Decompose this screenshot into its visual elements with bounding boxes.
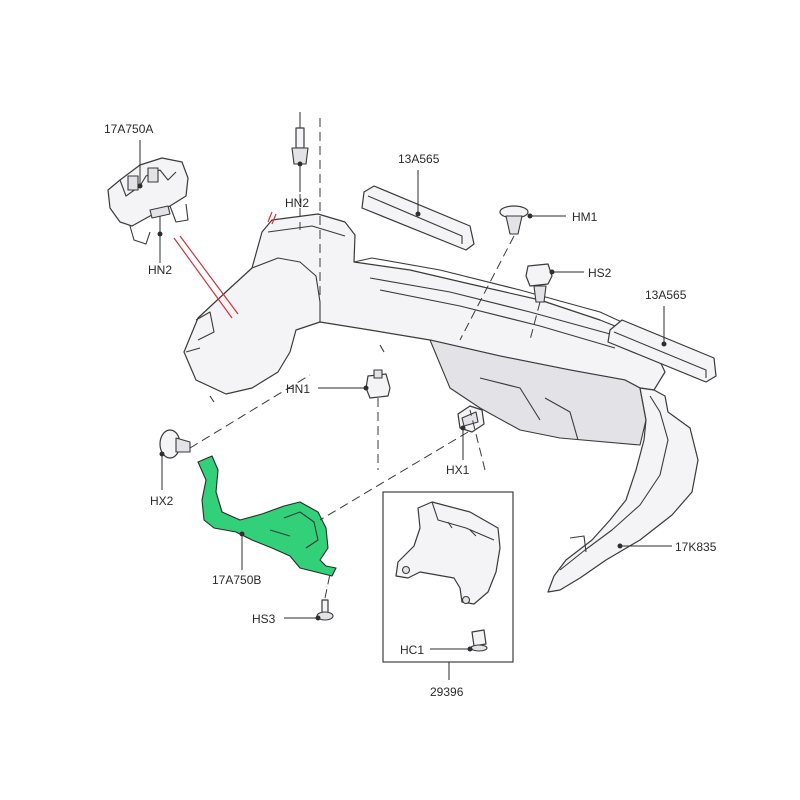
label-13a565-top: 13A565 — [398, 152, 440, 166]
bracket-17a750a — [107, 157, 277, 319]
clip-hm1 — [499, 205, 529, 235]
label-17a750b: 17A750B — [212, 573, 261, 587]
clip-hs2 — [525, 263, 553, 303]
nut-hn1 — [365, 369, 391, 399]
clip-hx2 — [159, 429, 191, 459]
label-hx1: HX1 — [446, 463, 470, 477]
label-13a565-right: 13A565 — [645, 288, 687, 302]
label-hs3: HS3 — [252, 612, 276, 626]
leader-lines — [137, 140, 672, 680]
reflector-13a565-right — [607, 319, 717, 383]
label-hs2: HS2 — [588, 266, 612, 280]
clip-hx1 — [457, 405, 485, 433]
bracket-29396-box — [382, 491, 514, 663]
label-hc1: HC1 — [400, 643, 424, 657]
label-29396: 29396 — [430, 685, 464, 699]
label-hn2-bracket: HN2 — [148, 263, 172, 277]
label-17a750a: 17A750A — [104, 122, 153, 136]
bolt-hn2-top — [291, 112, 309, 165]
part-labels: 17A750A HN2 HN2 13A565 HM1 HS2 13A565 HN… — [104, 122, 717, 699]
bumper-cover — [183, 213, 699, 593]
label-hx2: HX2 — [150, 494, 174, 508]
reflector-13a565-top — [361, 185, 475, 251]
label-hn2-bolt: HN2 — [285, 196, 309, 210]
label-hm1: HM1 — [572, 210, 598, 224]
label-hn1: HN1 — [286, 382, 310, 396]
bracket-17a750b — [197, 455, 337, 577]
label-17k835: 17K835 — [675, 540, 717, 554]
